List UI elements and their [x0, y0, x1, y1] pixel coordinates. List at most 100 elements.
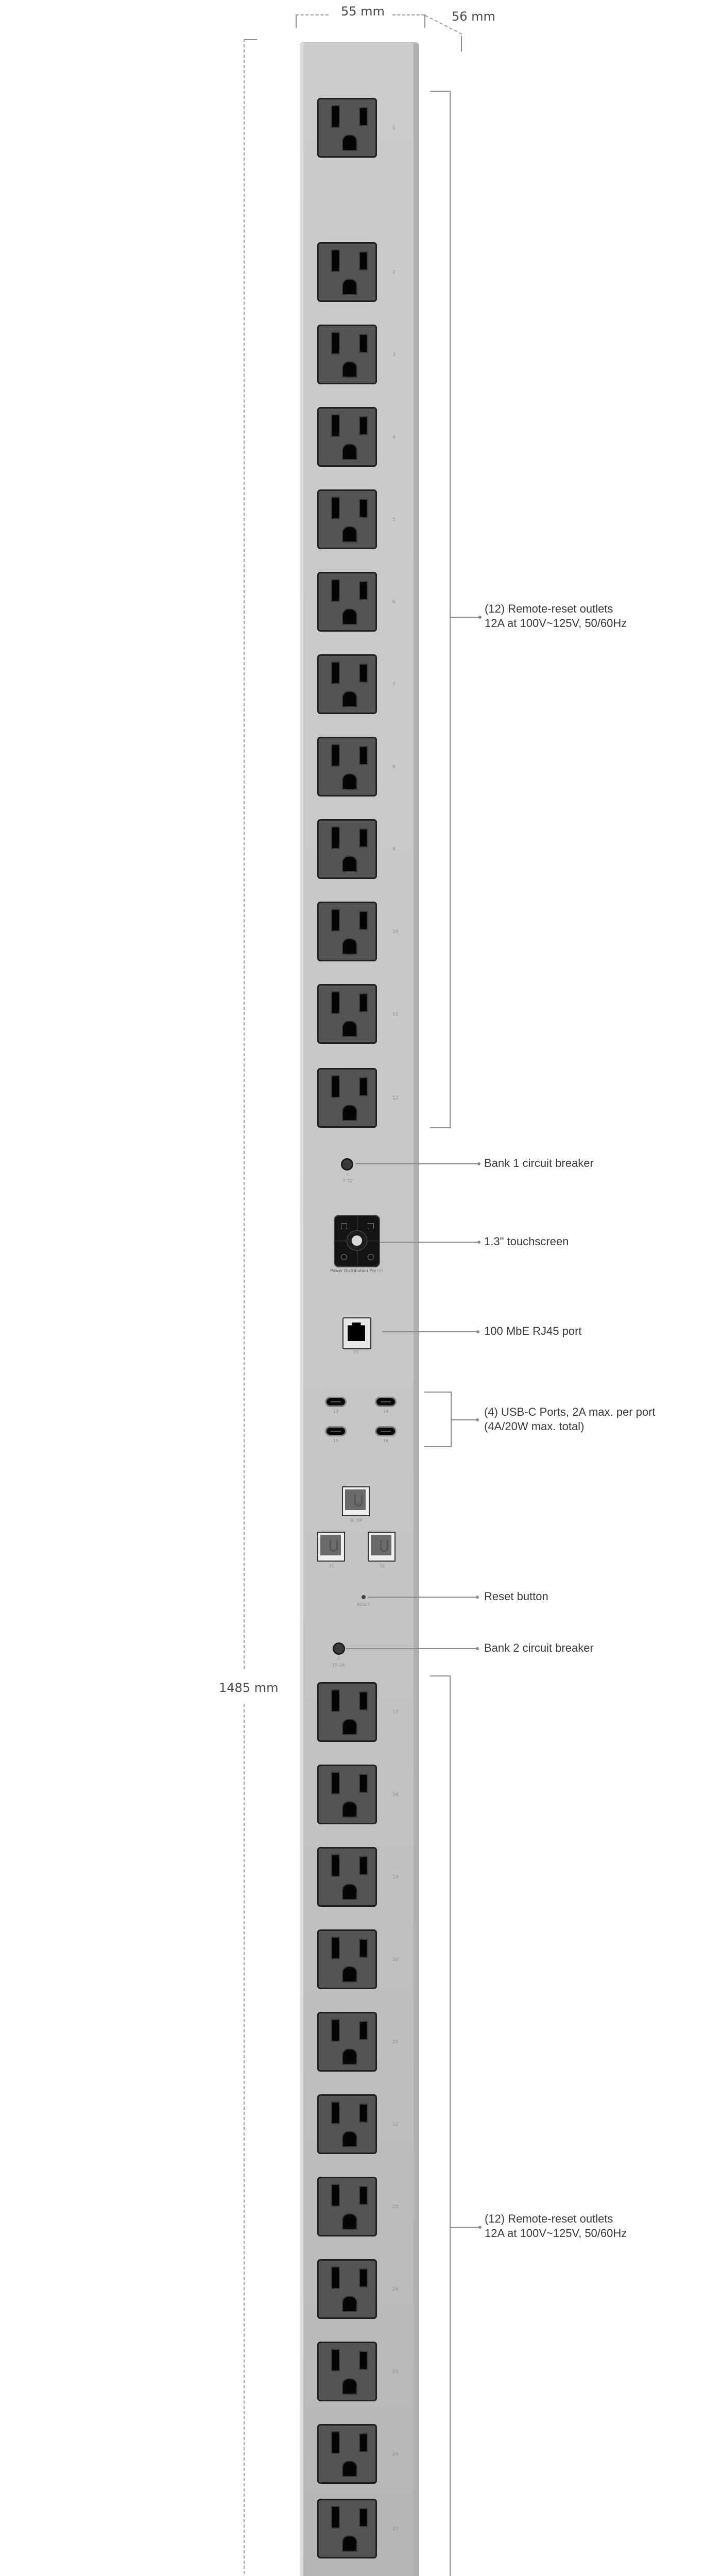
bank1-breaker-label: Bank 1 circuit breaker	[484, 1157, 594, 1170]
sfp-port-label: 32	[379, 1564, 385, 1568]
hot-slot	[331, 579, 340, 602]
usb-c-port-15[interactable]	[325, 1426, 347, 1436]
hot-slot	[331, 744, 340, 767]
ground-slot	[342, 608, 357, 625]
info-icon	[341, 1254, 347, 1260]
bank1-circuit-breaker[interactable]	[341, 1158, 353, 1171]
outlet-27[interactable]	[317, 2499, 377, 2558]
outlet-2[interactable]	[317, 242, 377, 302]
usb-c-port-14[interactable]	[375, 1397, 397, 1407]
breaker-icon: ⎍	[346, 1172, 349, 1177]
outlet-18[interactable]	[317, 1765, 377, 1824]
outlet-number: 22	[392, 2122, 399, 2127]
outlet-10[interactable]	[317, 902, 377, 961]
outlet-23[interactable]	[317, 2177, 377, 2236]
outlet-number: 24	[392, 2287, 399, 2292]
hot-slot	[331, 2019, 340, 2042]
usb-c-port-16[interactable]	[375, 1426, 397, 1436]
sfp-port-31[interactable]	[317, 1532, 345, 1562]
outlet-8[interactable]	[317, 737, 377, 796]
outlet-17[interactable]	[317, 1682, 377, 1742]
outlet-21[interactable]	[317, 2012, 377, 2072]
width-dim-label: 55 mm	[341, 4, 385, 19]
neutral-slot	[359, 911, 368, 930]
outlet-11[interactable]	[317, 984, 377, 1044]
ground-slot	[342, 856, 357, 872]
ground-slot	[342, 2378, 357, 2395]
outlet-19[interactable]	[317, 1847, 377, 1907]
rj45-port[interactable]	[342, 1317, 371, 1349]
outlet-4[interactable]	[317, 407, 377, 467]
usb-c-port-13[interactable]	[325, 1397, 347, 1407]
usb-c-tongue	[331, 1431, 341, 1432]
usb-bracket-bottom	[424, 1446, 451, 1447]
bracket-top	[430, 1675, 451, 1676]
neutral-slot	[359, 1774, 368, 1793]
height-dim-line-top	[244, 39, 245, 1669]
outlet-3[interactable]	[317, 325, 377, 384]
neutral-slot	[359, 499, 368, 518]
neutral-slot	[359, 2268, 368, 2287]
usb-c-tongue	[331, 1401, 341, 1402]
neutral-slot	[359, 2186, 368, 2205]
ground-slot	[342, 2048, 357, 2065]
leader-dot	[477, 1241, 480, 1244]
outlet-number: 26	[392, 2452, 399, 2457]
sfp-port-label: 31	[329, 1564, 335, 1568]
outlet-5[interactable]	[317, 489, 377, 549]
bracket-leader	[450, 2227, 479, 2228]
sfp-port-32[interactable]	[368, 1532, 396, 1562]
settings-gear-icon	[368, 1254, 374, 1260]
ground-slot	[342, 2131, 357, 2147]
neutral-slot	[359, 993, 368, 1012]
hot-slot	[331, 826, 340, 849]
sfp-port-label: 30 ISP	[349, 1518, 363, 1523]
bank2-breaker-range: 17–28	[332, 1663, 345, 1668]
neutral-slot	[359, 746, 368, 765]
outlet-1[interactable]	[317, 98, 377, 158]
hot-slot	[331, 497, 340, 519]
bank1-outlets-label-line1: (12) Remote-reset outlets	[485, 602, 613, 615]
outlet-number: 12	[392, 1096, 399, 1101]
neutral-slot	[359, 581, 368, 600]
hot-slot	[331, 414, 340, 437]
depth-dim-tick	[461, 36, 462, 52]
outlet-number: 3	[392, 352, 396, 358]
bank2-circuit-breaker[interactable]	[333, 1642, 345, 1655]
sfp-port-30-isp[interactable]	[342, 1486, 370, 1516]
outlet-22[interactable]	[317, 2094, 377, 2154]
usb-label-line1: (4) USB-C Ports, 2A max. per port	[484, 1405, 656, 1418]
leader-dot	[478, 2226, 482, 2229]
usb-label-line2: (4A/20W max. total)	[484, 1420, 585, 1433]
leader-dot	[477, 1162, 480, 1165]
bank2-outlets-label-line2: 12A at 100V~125V, 50/60Hz	[485, 2227, 627, 2240]
hot-slot	[331, 105, 340, 128]
reset-button[interactable]	[362, 1595, 366, 1599]
outlet-12[interactable]	[317, 1068, 377, 1128]
outlet-9[interactable]	[317, 819, 377, 879]
usb-c-tongue	[381, 1431, 391, 1432]
outlet-number: 9	[392, 847, 396, 852]
hot-slot	[331, 1854, 340, 1877]
outlet-number: 8	[392, 765, 396, 770]
outlet-20[interactable]	[317, 1929, 377, 1989]
outlet-7[interactable]	[317, 654, 377, 714]
sfp-cage-icon	[371, 1535, 391, 1555]
neutral-slot	[359, 664, 368, 683]
rj45-label: 100 MbE RJ45 port	[484, 1325, 582, 1337]
ubiquiti-logo-button[interactable]	[352, 1235, 362, 1246]
outlet-6[interactable]	[317, 572, 377, 632]
hot-slot	[331, 1937, 340, 1959]
outlet-25[interactable]	[317, 2342, 377, 2401]
usb-bracket-top	[424, 1392, 451, 1393]
outlet-24[interactable]	[317, 2259, 377, 2319]
bank2-breaker-label: Bank 2 circuit breaker	[484, 1641, 594, 1654]
rj45-port-number: 29	[353, 1350, 359, 1354]
outlet-26[interactable]	[317, 2424, 377, 2484]
leader-dot	[476, 1647, 479, 1650]
hot-slot	[331, 332, 340, 354]
touchscreen[interactable]	[334, 1215, 380, 1267]
leader-dot	[478, 616, 482, 619]
leader-dot	[476, 1330, 479, 1333]
bank1-outlets-label-line2: 12A at 100V~125V, 50/60Hz	[485, 617, 627, 630]
